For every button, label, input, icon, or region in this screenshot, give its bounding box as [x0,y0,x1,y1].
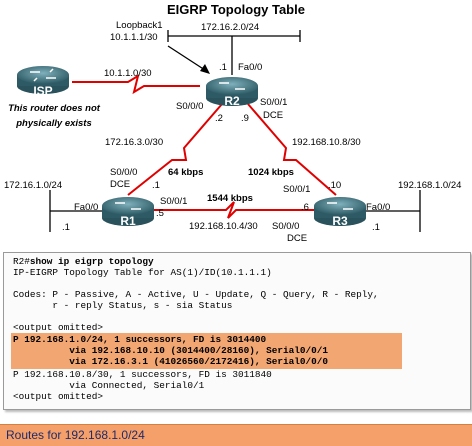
r2-lan-host: .1 [219,62,227,73]
terminal-line-0: R2#show ip eigrp topology [13,256,154,267]
terminal-line-7: P 192.168.1.0/24, 1 successors, FD is 30… [13,334,267,345]
caption-text: Routes for 192.168.1.0/24 [6,428,145,442]
terminal-line-9: via 172.16.3.1 (41026560/2172416), Seria… [13,356,329,367]
r3-s000-interface: S0/0/0 [272,221,300,232]
r3-s000-host: .6 [301,202,309,213]
r2-s001-host: .9 [241,113,249,124]
r1-r3-bandwidth: 1544 kbps [207,193,253,204]
terminal-line-8: via 192.168.10.10 (3014400/28160), Seria… [13,345,329,356]
highlighted-route-block [11,333,402,369]
r3-fa-interface: Fa0/0 [366,202,391,213]
diagram-title: EIGRP Topology Table [167,2,305,17]
r1-r2-bandwidth: 64 kbps [168,167,204,178]
r1-s000-host: .1 [152,180,160,191]
terminal-output: R2#show ip eigrp topology IP-EIGRP Topol… [3,252,471,410]
link-isp-r2 [72,73,200,95]
r1-s000-interface: S0/0/0 [110,167,138,178]
r3-s001-interface: S0/0/1 [283,184,311,195]
r1-s001-interface: S0/0/1 [160,196,188,207]
r2-dce-label: DCE [263,110,284,121]
r2-fa-interface: Fa0/0 [238,62,263,73]
router-r2-label: R2 [224,94,240,108]
router-r3 [314,197,366,226]
isp-link-network: 10.1.1.0/30 [104,68,152,79]
router-isp-label: ISP [33,84,53,98]
r1-r2-link-network: 172.16.3.0/30 [105,137,164,148]
link-r2-r3 [247,103,337,196]
r2-s000-host: .2 [215,113,223,124]
loopback-address: 10.1.1.1/30 [110,32,158,43]
loopback-name: Loopback1 [116,20,163,31]
r2-r3-link-network: 192.168.10.8/30 [292,137,361,148]
isp-note-line2: physically exists [16,118,92,129]
r2-r3-bandwidth: 1024 kbps [248,167,294,178]
terminal-command: show ip eigrp topology [29,256,154,267]
terminal-line-12: <output omitted> [13,391,104,402]
router-r3-label: R3 [332,214,348,228]
router-r1 [102,197,154,226]
terminal-line-6: <output omitted> [13,322,104,333]
r1-s001-host: .5 [156,208,164,219]
r3-dce-label: DCE [287,233,308,244]
caption-bar: Routes for 192.168.1.0/24 [0,424,472,446]
terminal-line-3: Codes: P - Passive, A - Active, U - Upda… [13,289,379,300]
router-isp [17,66,69,94]
r1-lan-network: 172.16.1.0/24 [4,180,63,191]
terminal-line-11: via Connected, Serial0/1 [13,380,205,391]
r2-lan-network: 172.16.2.0/24 [201,22,260,33]
r2-s001-interface: S0/0/1 [260,97,288,108]
terminal-line-10: P 192.168.10.8/30, 1 successors, FD is 3… [13,369,272,380]
isp-note-line1: This router does not [8,103,100,114]
terminal-line-1: IP-EIGRP Topology Table for AS(1)/ID(10.… [13,267,272,278]
link-r1-r2 [127,103,223,196]
router-r1-label: R1 [120,214,136,228]
topology-svg [17,30,421,232]
r1-dce-label: DCE [110,179,131,190]
r1-fa-interface: Fa0/0 [74,202,99,213]
lan-r2 [167,30,301,75]
r2-s000-interface: S0/0/0 [176,101,204,112]
terminal-prompt: R2# [13,256,30,267]
r3-s001-host: .10 [328,180,342,191]
r3-lan-host: .1 [372,222,380,233]
r3-lan-network: 192.168.1.0/24 [398,180,462,191]
link-r1-r3 [150,201,318,219]
router-r2 [206,77,258,106]
r1-r3-link-network: 192.168.10.4/30 [189,221,258,232]
loopback-arrow [167,45,210,74]
terminal-line-4: r - reply Status, s - sia Status [13,300,233,311]
r1-lan-host: .1 [62,222,70,233]
